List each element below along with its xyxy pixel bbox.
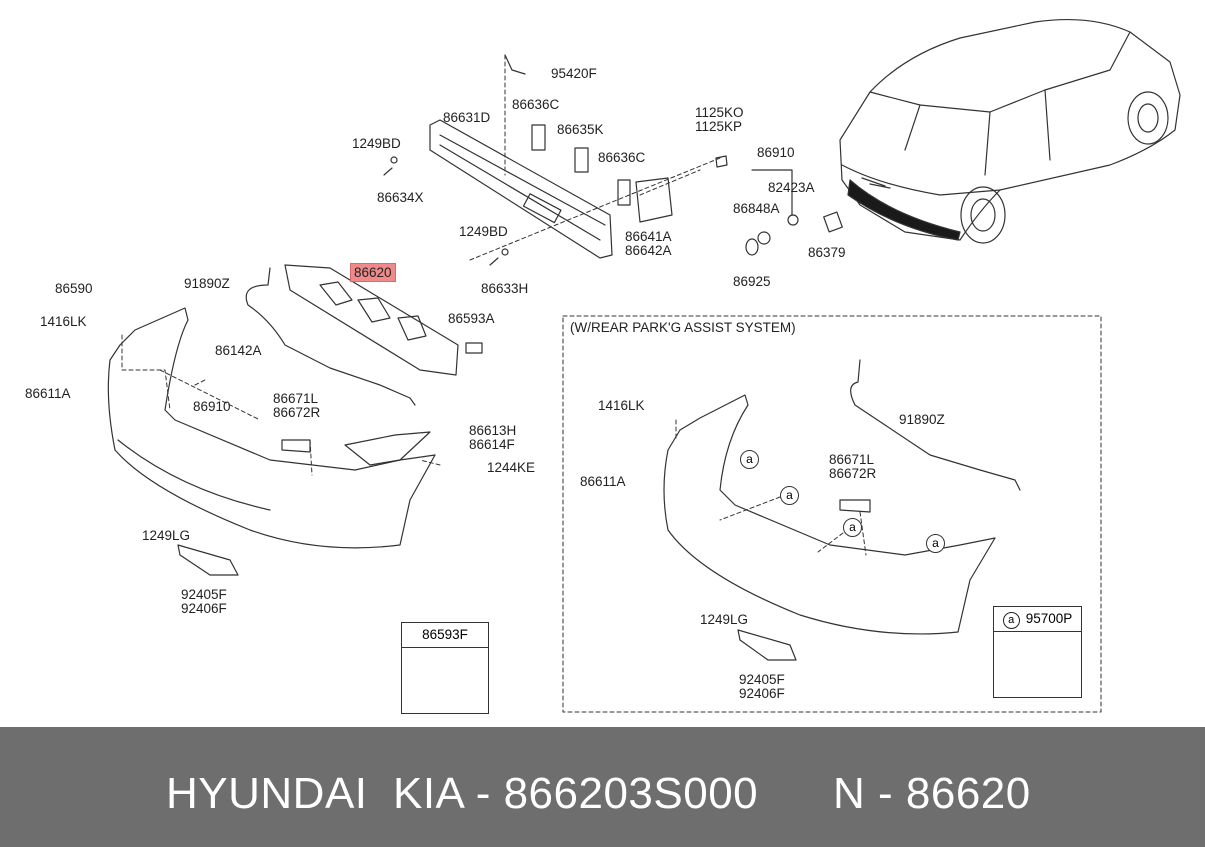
legend-mark: a bbox=[1002, 612, 1020, 629]
back-beam bbox=[429, 119, 613, 259]
wiring-harness bbox=[245, 267, 416, 406]
diagram-drawing bbox=[107, 18, 1181, 713]
part-label-95420F: 95420F bbox=[551, 66, 597, 81]
part-label-86925: 86925 bbox=[733, 274, 771, 289]
footer-bar: HYUNDAI KIA - 866203S000 N - 86620 bbox=[0, 727, 1205, 847]
legend-box-title: a 95700P bbox=[994, 607, 1081, 632]
part-label-1249BD-2: 1249BD bbox=[459, 224, 508, 239]
inset-label-92405F: 92405F bbox=[739, 672, 785, 687]
part-label-86633H: 86633H bbox=[481, 281, 529, 296]
part-label-86614F: 86614F bbox=[469, 437, 515, 452]
part-label-86910-top: 86910 bbox=[757, 145, 795, 160]
part-box-title: 86593F bbox=[402, 623, 488, 648]
part-label-82423A: 82423A bbox=[768, 180, 815, 195]
energy-absorber bbox=[284, 264, 483, 376]
part-label-86671L: 86671L bbox=[273, 391, 319, 406]
callout-a: a bbox=[780, 486, 799, 505]
part-label-92405F: 92405F bbox=[181, 587, 227, 602]
footer-brand-part-number: HYUNDAI KIA - 866203S000 bbox=[166, 769, 759, 818]
part-label-86593A: 86593A bbox=[448, 311, 495, 326]
part-label-1244KE: 1244KE bbox=[487, 460, 536, 475]
part-label-86611A: 86611A bbox=[25, 386, 71, 401]
inset-label-86672R: 86672R bbox=[829, 466, 877, 481]
part-label-86634X: 86634X bbox=[377, 190, 424, 205]
part-label-86641A: 86641A bbox=[625, 229, 672, 244]
part-label-86613H: 86613H bbox=[469, 423, 517, 438]
part-label-86848A: 86848A bbox=[733, 201, 780, 216]
inset-bumper bbox=[663, 359, 1021, 661]
small-parts bbox=[383, 54, 843, 266]
inset-title: (W/REAR PARK'G ASSIST SYSTEM) bbox=[570, 320, 796, 335]
inset-label-86671L: 86671L bbox=[829, 452, 875, 467]
footer-reference-number: N - 86620 bbox=[833, 769, 1031, 818]
legend-box-95700P: a 95700P bbox=[993, 606, 1082, 698]
part-label-86142A: 86142A bbox=[215, 343, 262, 358]
part-label-86620-highlighted: 86620 bbox=[350, 263, 396, 282]
part-label-1125KP: 1125KP bbox=[695, 119, 743, 134]
part-box-86593F: 86593F bbox=[401, 622, 489, 714]
callout-a: a bbox=[740, 450, 759, 469]
parts-diagram: 95420F 86631D 86636C 86635K 86636C 1125K… bbox=[25, 18, 1181, 714]
part-label-86631D: 86631D bbox=[443, 110, 491, 125]
part-label-1416LK: 1416LK bbox=[40, 314, 87, 329]
bumper-cover bbox=[107, 307, 436, 576]
legend-part-number: 95700P bbox=[1025, 611, 1073, 626]
part-label-1249BD: 1249BD bbox=[352, 136, 401, 151]
part-label-86672R: 86672R bbox=[273, 405, 321, 420]
part-label-86642A: 86642A bbox=[625, 243, 672, 258]
part-label-86635K: 86635K bbox=[557, 122, 604, 137]
inset-label-92406F: 92406F bbox=[739, 686, 785, 701]
inset-label-86611A: 86611A bbox=[580, 474, 626, 489]
part-label-86379: 86379 bbox=[808, 245, 846, 260]
part-label-86636C-2: 86636C bbox=[598, 150, 646, 165]
part-label-86910-low: 86910 bbox=[193, 399, 231, 414]
leader-lines bbox=[121, 54, 867, 556]
callout-a: a bbox=[843, 518, 862, 537]
inset-label-91890Z: 91890Z bbox=[899, 412, 945, 427]
callout-a: a bbox=[926, 534, 945, 553]
part-label-91890Z: 91890Z bbox=[184, 276, 230, 291]
part-label-1249LG: 1249LG bbox=[142, 528, 191, 543]
inset-label-1249LG: 1249LG bbox=[700, 612, 749, 627]
part-label-86590: 86590 bbox=[55, 281, 93, 296]
car-illustration bbox=[839, 18, 1181, 244]
part-label-1125KO: 1125KO bbox=[695, 105, 744, 120]
inset-label-1416LK: 1416LK bbox=[598, 398, 645, 413]
part-label-86636C: 86636C bbox=[512, 97, 560, 112]
part-label-92406F: 92406F bbox=[181, 601, 227, 616]
